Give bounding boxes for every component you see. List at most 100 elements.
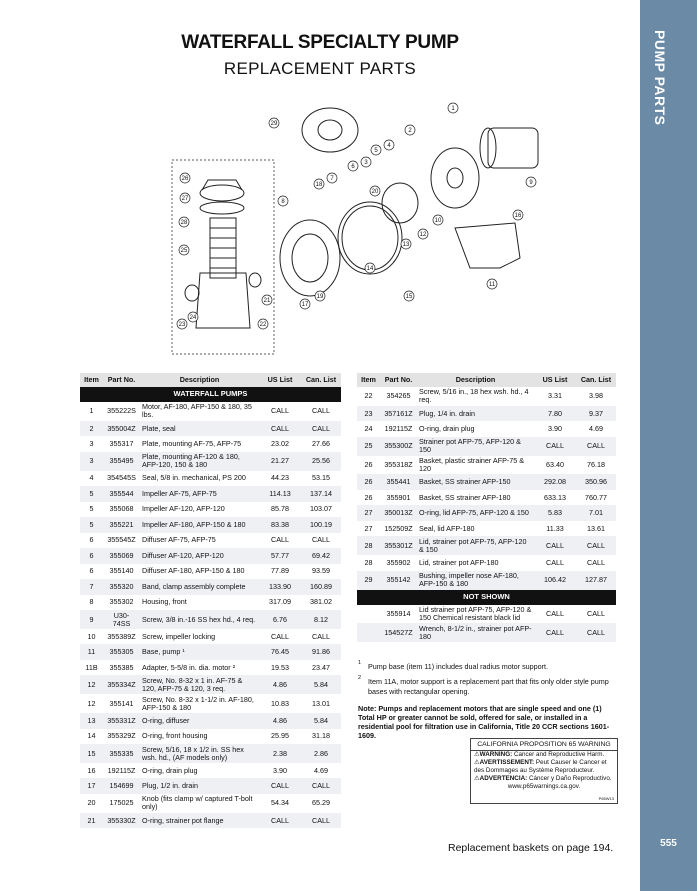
cell-can: CALL (576, 436, 616, 456)
cell-can: 103.07 (310, 504, 332, 514)
cell-part: 355334Z (103, 675, 140, 695)
cell-can: 31.18 (312, 731, 330, 741)
cell-desc: Knob (fits clamp w/ captured T-bolt only… (142, 794, 253, 812)
cell-part: 355142 (380, 570, 417, 590)
cell-item: 12 (87, 698, 96, 708)
callout-label: 5 (374, 148, 378, 154)
section-header: NOT SHOWN (357, 589, 616, 605)
cell-list: 85.78 (271, 504, 289, 514)
callout-label: 18 (316, 182, 323, 188)
cell-list: 4.86 (259, 675, 301, 695)
cell-item: 5 (89, 504, 94, 514)
cell-part: 355141 (109, 698, 134, 708)
section-header: WATERFALL PUMPS (80, 386, 341, 402)
cell-desc: Seal, 5/8 in. mechanical, PS 200 (142, 473, 246, 483)
cell-desc: Housing, front (142, 597, 187, 607)
col-part: Part No. (103, 373, 140, 387)
callout-label: 25 (181, 248, 188, 254)
callout-label: 27 (182, 196, 189, 202)
cell-desc: Impeller AF-180, AFP-150 & 180 (140, 517, 259, 533)
cell-item: 26 (357, 474, 380, 490)
cell-list: 633.13 (544, 492, 566, 502)
cell-list: CALL (259, 420, 301, 437)
cell-list: CALL (534, 436, 576, 456)
cell-can: 65.29 (312, 798, 330, 808)
col-item: Item (80, 373, 103, 387)
cell-desc: Motor, AF-180, AFP-150 & 180, 35 lbs. (142, 402, 252, 420)
cell-item: 22 (364, 391, 373, 401)
right-parts-table: Item Part No. Description US List Can. L… (357, 373, 616, 643)
cell-part: 355901 (386, 492, 411, 502)
callout-label: 21 (264, 298, 271, 304)
cell-desc: Basket, SS strainer AFP-150 (417, 474, 534, 490)
cell-item: 23 (357, 405, 380, 422)
col-item: Item (357, 373, 380, 387)
cell-list: 10.83 (271, 698, 289, 708)
cell-desc: O-ring, drain plug (419, 424, 475, 434)
cell-can: 76.18 (587, 460, 605, 470)
cell-part: 355305 (103, 644, 140, 660)
cell-can: CALL (576, 536, 616, 556)
callout-label: 8 (281, 199, 285, 205)
cell-part: 355330Z (103, 812, 140, 829)
cell-item: 20 (87, 798, 96, 808)
cell-can: 8.12 (301, 610, 341, 629)
cell-can: 7.01 (576, 505, 616, 521)
cell-item: 14 (87, 731, 96, 741)
cell-part: U30-74SS (103, 610, 140, 629)
warning-triangle-icon: ⚠ (474, 751, 480, 758)
cell-can: CALL (301, 778, 341, 794)
callout-label: 26 (182, 176, 189, 182)
cell-can: 760.77 (585, 492, 607, 502)
cell-item: 3 (89, 439, 94, 449)
prop65-code: P65W13 (598, 796, 614, 801)
cell-part: 192115Z (107, 765, 136, 775)
cell-part: 355914 (386, 609, 411, 619)
cell-part: 355301Z (380, 536, 417, 556)
callout-label: 13 (403, 242, 410, 248)
callout-label: 12 (420, 232, 427, 238)
avertissement-line: ⚠AVERTISSEMENT: Peut Causer le Cancer et… (474, 758, 607, 774)
cell-item: 27 (357, 505, 380, 521)
cell-list: 54.34 (271, 798, 289, 808)
cell-list: CALL (546, 609, 564, 619)
callout-label: 23 (179, 322, 186, 328)
cell-item: 11 (80, 644, 103, 660)
cell-part: 355389Z (107, 631, 136, 641)
cell-list: 114.13 (259, 486, 301, 502)
cell-desc: Basket, SS strainer AFP-180 (419, 492, 511, 502)
exploded-parts-diagram: 1234567891011121314151617181920212223242… (171, 102, 539, 355)
cell-part: 355331Z (103, 713, 140, 729)
cell-list: 3.31 (548, 391, 562, 401)
cell-list: 6.76 (259, 610, 301, 629)
callout-label: 20 (372, 189, 379, 195)
cell-part: 355068 (109, 504, 134, 514)
cell-can: 381.02 (310, 597, 332, 607)
warning-line: ⚠WARNING: Cancer and Reproductive Harm. (474, 751, 605, 758)
callout-label: 1 (451, 106, 455, 112)
prop65-url[interactable]: www.p65warnings.ca.gov. (507, 783, 581, 791)
cell-desc: Plate, mounting AF-120 & 180, AFP-120, 1… (140, 451, 259, 471)
cell-desc: Plug, 1/2 in. drain (140, 778, 259, 794)
california-note: Note: Pumps and replacement motors that … (358, 704, 610, 740)
cell-item: 4 (89, 473, 94, 483)
cell-desc: O-ring, drain plug (142, 765, 198, 775)
cell-item: 16 (87, 765, 96, 775)
cell-list: 25.95 (271, 731, 289, 741)
cell-part: 175025 (109, 798, 134, 808)
